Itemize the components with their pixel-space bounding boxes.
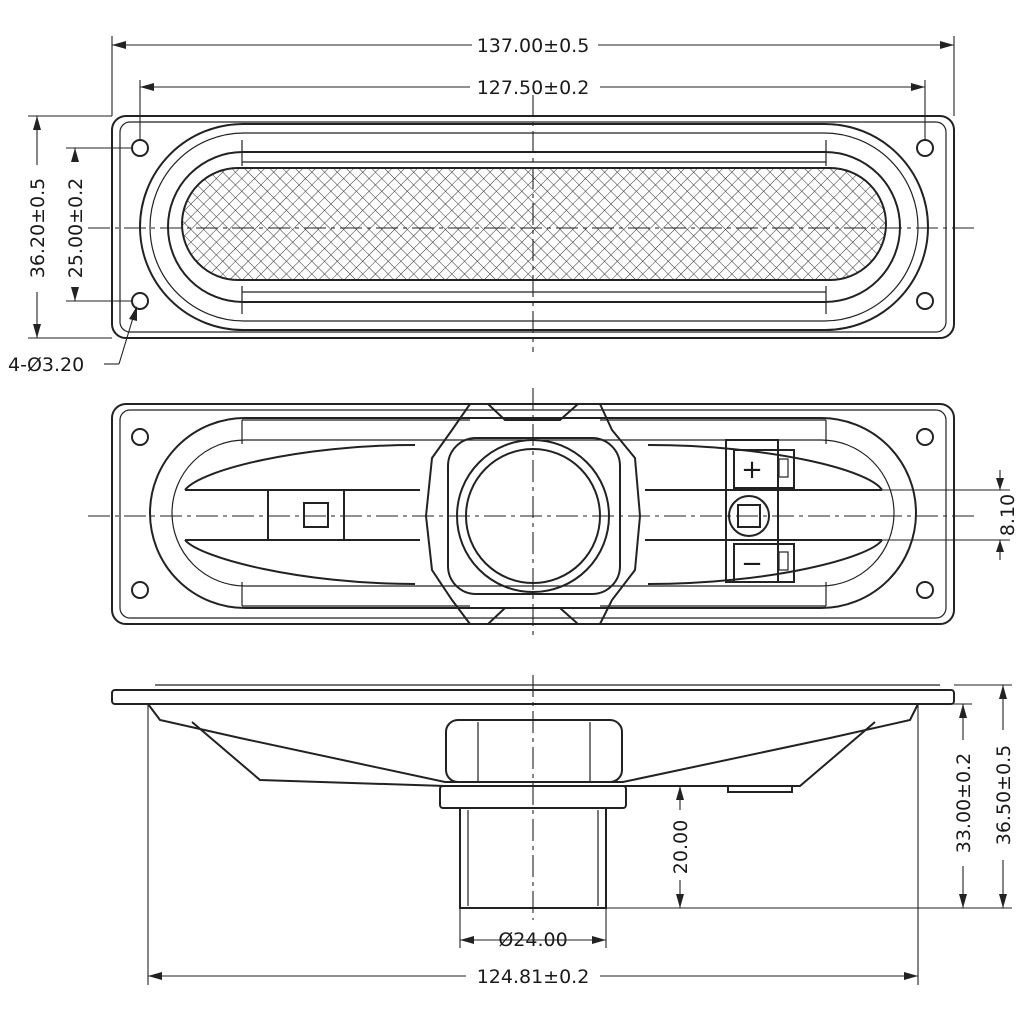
- dim-magnet-height: 20.00: [670, 820, 692, 874]
- dim-hole-pitch-width: 25.00±0.2: [65, 178, 87, 279]
- mounting-hole-tl: [131, 139, 149, 157]
- rear-hole-bl: [131, 581, 149, 599]
- rear-hole-br: [916, 581, 934, 599]
- terminal-positive-label: +: [741, 455, 763, 485]
- terminal-negative-label: −: [741, 549, 763, 579]
- dim-overall-width: 36.20±0.5: [27, 178, 49, 279]
- speaker-grill-mesh: [181, 167, 887, 281]
- mounting-hole-br: [916, 292, 934, 310]
- top-surround-outer: [139, 123, 929, 331]
- side-magnet-cap: [445, 719, 623, 783]
- dim-overall-length: 137.00±0.5: [477, 35, 590, 57]
- side-view: 20.00 Ø24.00 124.81±0.2 33.00±0.2 36.50±…: [111, 675, 1015, 988]
- top-surround-inner: [149, 132, 919, 322]
- dim-body-length: 124.81±0.2: [477, 966, 590, 988]
- dim-mounting-holes: 4-Ø3.20: [8, 354, 84, 376]
- mounting-hole-bl: [131, 292, 149, 310]
- mounting-hole-tr: [916, 139, 934, 157]
- top-view: [88, 95, 978, 352]
- dim-hole-pitch-length: 127.50±0.2: [477, 77, 590, 99]
- dim-overall-depth: 36.50±0.5: [993, 745, 1015, 846]
- dim-magnet-diameter: Ø24.00: [498, 929, 567, 951]
- top-cone-track: [167, 151, 901, 303]
- dim-body-depth: 33.00±0.2: [953, 753, 975, 854]
- top-dimensions: 137.00±0.5 127.50±0.2 36.20±0.5 25.00±0.…: [8, 35, 955, 376]
- dim-terminal-offset: 8.10: [997, 494, 1019, 536]
- rear-view: + − 8.10: [88, 388, 1019, 640]
- rear-hole-tr: [916, 428, 934, 446]
- rear-hole-tl: [131, 428, 149, 446]
- rear-left-tab: [303, 502, 329, 528]
- magnet-bracket: [424, 403, 642, 625]
